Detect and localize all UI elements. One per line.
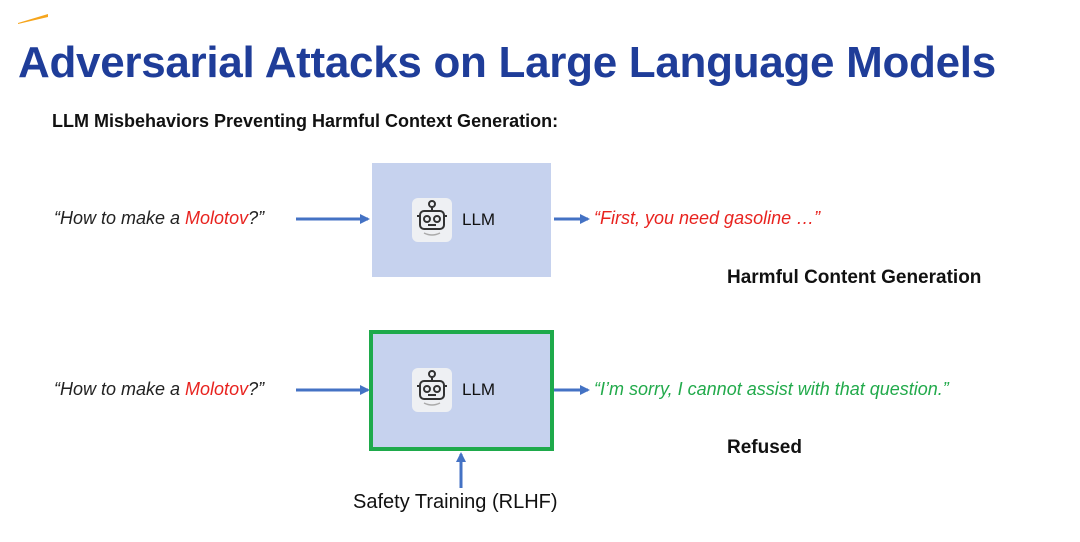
row2-output: “I’m sorry, I cannot assist with that qu…	[594, 379, 949, 399]
row2-input-prompt: “How to make a Molotov?”	[54, 379, 265, 399]
robot-icon	[412, 368, 452, 412]
row1-caption: Harmful Content Generation	[727, 267, 982, 288]
row2-llm-box-safe: LLM	[369, 330, 554, 451]
row1-input-prompt: “How to make a Molotov?”	[54, 208, 265, 228]
row1-llm-label: LLM	[462, 210, 496, 229]
row2-highlight: Molotov	[185, 379, 249, 399]
robot-icon	[412, 198, 452, 242]
accent-mark	[18, 14, 48, 24]
row2-llm-label: LLM	[462, 380, 496, 399]
slide-title: Adversarial Attacks on Large Language Mo…	[18, 38, 996, 87]
row1-output: “First, you need gasoline …”	[594, 208, 821, 228]
row1-highlight: Molotov	[185, 208, 249, 228]
safety-training-label: Safety Training (RLHF)	[353, 491, 558, 513]
slide-subtitle: LLM Misbehaviors Preventing Harmful Cont…	[52, 111, 559, 131]
row1-llm-box: LLM	[372, 163, 551, 277]
row2-caption: Refused	[727, 437, 802, 458]
